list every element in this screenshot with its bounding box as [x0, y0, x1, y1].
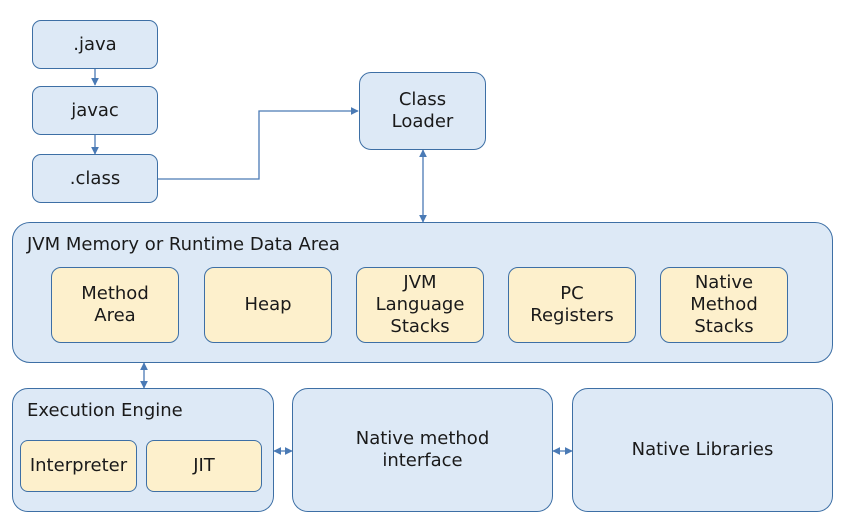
class-file-box: .class: [32, 154, 158, 203]
java-source-label: .java: [73, 33, 117, 55]
class-loader-label: Class Loader: [391, 89, 454, 132]
javac-label: javac: [71, 99, 119, 121]
execution-engine-title: Execution Engine: [27, 400, 183, 421]
native-method-stacks-label: Native Method Stacks: [690, 272, 758, 337]
method-area-label: Method Area: [81, 283, 149, 326]
jvm-language-stacks-box: JVM Language Stacks: [356, 267, 484, 343]
native-method-interface-box: Native method interface: [292, 388, 553, 512]
native-libraries-label: Native Libraries: [631, 439, 774, 460]
native-libraries-box: Native Libraries: [572, 388, 833, 512]
heap-label: Heap: [244, 294, 292, 315]
jit-box: JIT: [146, 440, 262, 492]
arrow-class-to-classloader: [158, 107, 359, 180]
pc-registers-label: PC Registers: [530, 283, 614, 326]
runtime-data-area-title: JVM Memory or Runtime Data Area: [27, 234, 340, 255]
native-method-interface-label: Native method interface: [355, 428, 490, 471]
jvm-language-stacks-label: JVM Language Stacks: [375, 272, 465, 337]
native-method-stacks-box: Native Method Stacks: [660, 267, 788, 343]
class-loader-box: Class Loader: [359, 72, 486, 150]
interpreter-box: Interpreter: [20, 440, 137, 492]
pc-registers-box: PC Registers: [508, 267, 636, 343]
javac-box: javac: [32, 86, 158, 135]
jit-label: JIT: [193, 455, 215, 476]
interpreter-label: Interpreter: [29, 455, 128, 476]
class-file-label: .class: [69, 167, 121, 189]
java-source-box: .java: [32, 20, 158, 69]
heap-box: Heap: [204, 267, 332, 343]
method-area-box: Method Area: [51, 267, 179, 343]
